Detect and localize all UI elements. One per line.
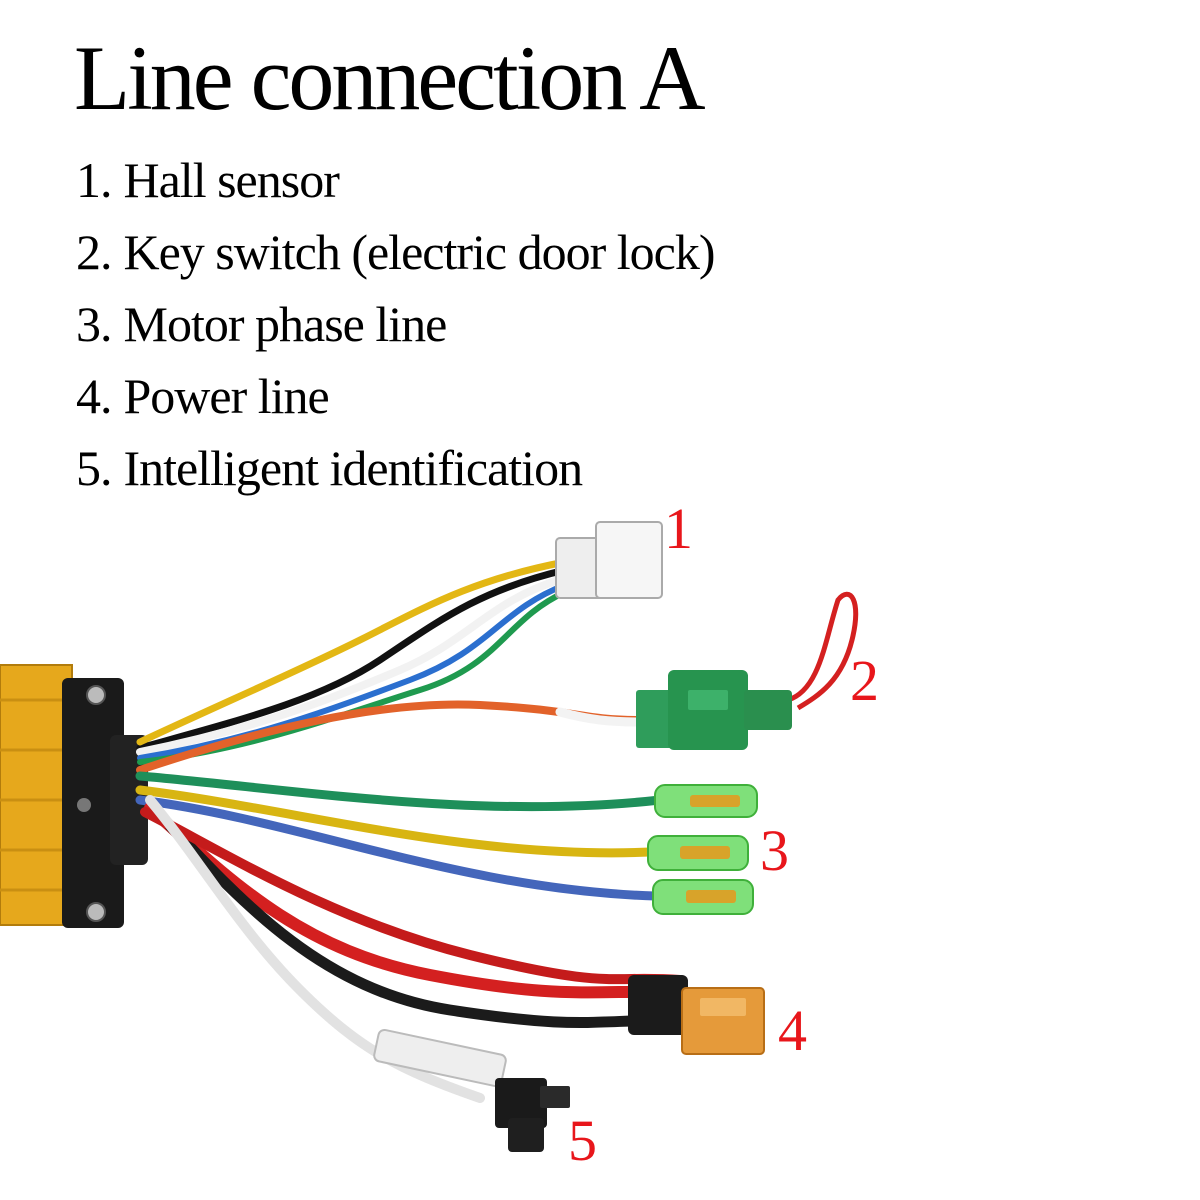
motor-phase-connector-green: [654, 784, 758, 818]
motor-phase-connector-blue: [652, 879, 754, 915]
key-switch-loop-wire: [787, 591, 859, 711]
callout-3: 3: [760, 818, 789, 883]
legend-item-hall-sensor: 1.Hall sensor: [76, 152, 340, 208]
legend-item-motor-phase-line: 3.Motor phase line: [76, 296, 447, 352]
legend-list: 1.Hall sensor 2.Key switch (electric doo…: [76, 150, 715, 510]
controller-housing: [0, 664, 73, 926]
callout-5: 5: [568, 1108, 597, 1173]
hall-sensor-wires: [136, 558, 569, 765]
legend-item-power-line: 4.Power line: [76, 368, 330, 424]
key-switch-connector: [636, 670, 792, 750]
identification-connector: [495, 1078, 570, 1152]
power-xt-connector: [628, 975, 765, 1055]
key-switch-wires: [136, 700, 645, 774]
legend-item-key-switch: 2.Key switch (electric door lock): [76, 224, 715, 280]
motor-phase-wires: [135, 771, 665, 901]
identification-label-sleeve: [373, 1028, 507, 1088]
page-title: Line connection A: [74, 27, 706, 129]
motor-phase-connector-yellow: [647, 835, 749, 871]
controller-end-cap: [62, 678, 148, 928]
legend-item-intelligent-identification: 5.Intelligent identification: [76, 440, 583, 496]
callout-4: 4: [778, 998, 807, 1063]
callout-2: 2: [850, 648, 879, 713]
identification-wire: [145, 795, 485, 1103]
hall-sensor-connector: [555, 521, 663, 599]
callout-1: 1: [664, 496, 693, 561]
power-wires: [140, 802, 686, 1028]
